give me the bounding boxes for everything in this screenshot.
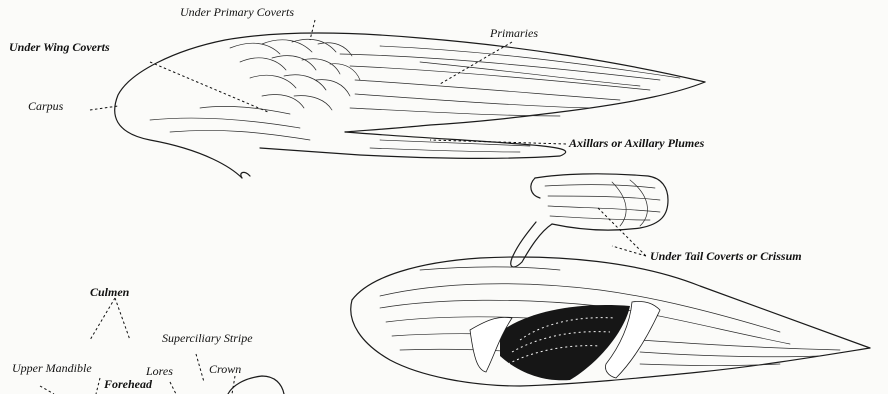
label-axillars: Axillars or Axillary Plumes	[569, 137, 704, 149]
folded-wing-illustration	[351, 257, 870, 386]
label-under-tail-coverts: Under Tail Coverts or Crissum	[650, 250, 802, 262]
label-primaries: Primaries	[490, 27, 538, 39]
label-lores: Lores	[146, 365, 173, 377]
label-carpus: Carpus	[28, 100, 63, 112]
head-illustration	[228, 376, 284, 394]
label-under-wing-coverts: Under Wing Coverts	[9, 41, 110, 53]
label-forehead: Forehead	[104, 378, 152, 390]
label-crown: Crown	[209, 363, 241, 375]
label-culmen: Culmen	[90, 286, 129, 298]
under-wing-illustration	[115, 33, 705, 178]
label-under-primary-coverts: Under Primary Coverts	[180, 6, 294, 18]
label-superciliary-stripe: Superciliary Stripe	[162, 332, 253, 344]
tail-illustration	[511, 174, 668, 267]
label-upper-mandible: Upper Mandible	[12, 362, 92, 374]
